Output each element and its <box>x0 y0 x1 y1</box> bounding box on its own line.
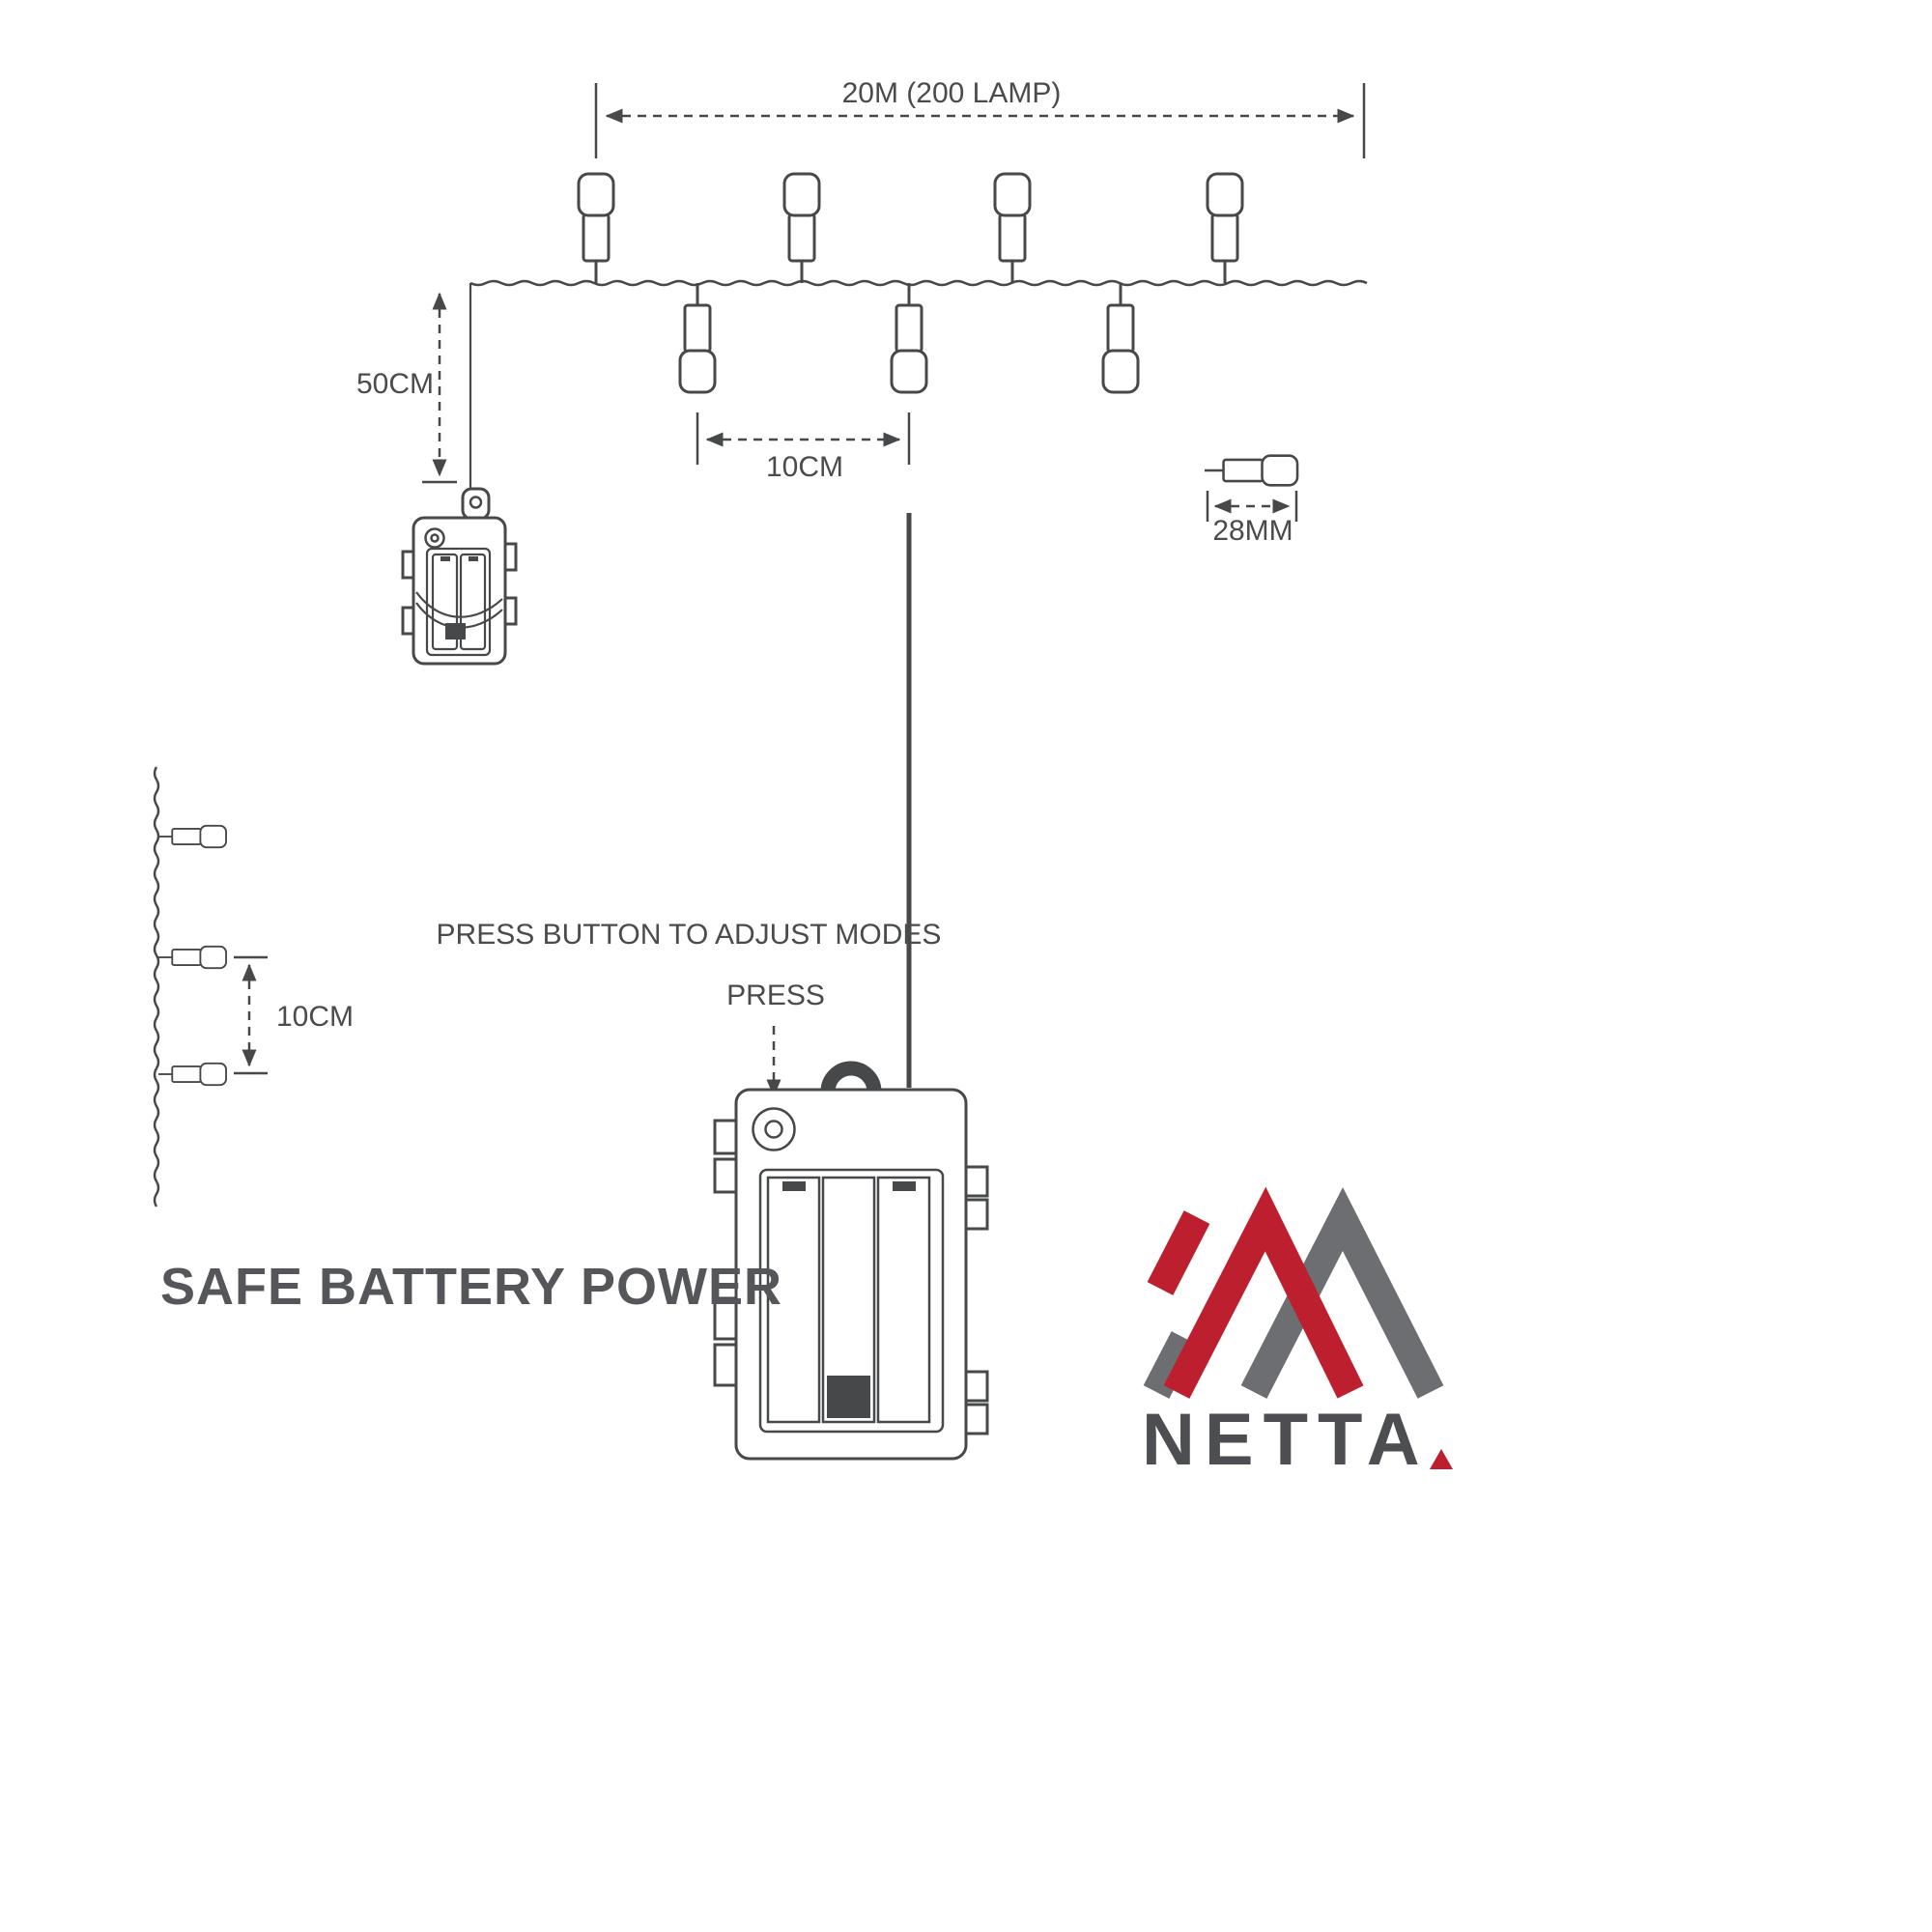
battery-terminal <box>469 556 478 561</box>
mode-button <box>424 527 445 549</box>
dimension-label-drop: 50CM <box>356 368 434 400</box>
detail-string-wire <box>153 766 160 1208</box>
single-bulb-detail <box>1203 454 1299 487</box>
dimension-label-spacing: 10CM <box>766 451 843 483</box>
bulb-down <box>678 281 717 394</box>
bulb-up <box>1206 172 1244 285</box>
battery-terminal-spring <box>827 1376 870 1418</box>
battery-compartment <box>758 1168 945 1434</box>
small-battery-box <box>401 487 518 666</box>
mode-button <box>752 1107 796 1151</box>
brand-name: NETTA <box>1142 1399 1430 1481</box>
dimension-left-spacing: 10CM <box>234 955 354 1075</box>
bulb-down <box>1101 281 1140 394</box>
tagline-text: SAFE BATTERY POWER <box>160 1258 782 1316</box>
bulb-horizontal <box>1203 454 1299 487</box>
battery-cell <box>459 553 487 651</box>
side-clip-right <box>964 1198 989 1231</box>
battery-terminal <box>782 1181 806 1191</box>
side-clip-right <box>964 1403 989 1435</box>
bulb-up <box>782 172 821 285</box>
bulb-down <box>890 281 928 394</box>
bulb-up <box>993 172 1032 285</box>
dimension-label-total: 20M (200 LAMP) <box>842 77 1062 109</box>
press-label: PRESS <box>726 980 825 1011</box>
logo-mark-gray-chevron <box>1240 1187 1444 1399</box>
dimension-drop: 50CM <box>356 292 457 484</box>
dimension-label-left-spacing: 10CM <box>276 1001 354 1033</box>
battery-latch <box>445 623 466 639</box>
battery-compartment <box>425 547 492 657</box>
bulb-horizontal <box>157 824 227 849</box>
hanging-tab <box>461 487 491 521</box>
side-clip-left <box>713 1119 738 1155</box>
side-clip-left <box>713 1157 738 1194</box>
string-bulbs <box>577 172 1244 394</box>
side-clip-right <box>964 1370 989 1403</box>
string-wire <box>469 279 1368 287</box>
brand-logo: NETTA <box>1142 1186 1453 1481</box>
logo-mark-red-chevron <box>1163 1186 1364 1399</box>
bulb-up <box>577 172 615 285</box>
side-clip-right <box>964 1165 989 1198</box>
battery-cell <box>821 1176 876 1424</box>
bulb-horizontal <box>157 945 227 970</box>
dimension-label-bulb-size: 28MM <box>1212 515 1293 547</box>
dimension-bulb-size: 28MM <box>1206 491 1298 547</box>
detail-string-bulbs <box>157 824 227 1087</box>
dimension-spacing: 10CM <box>696 412 911 483</box>
mode-button-dot <box>764 1120 783 1139</box>
mode-button-dot <box>430 533 440 543</box>
brand-triangle-mark <box>1430 1449 1453 1469</box>
press-instruction-label: PRESS BUTTON TO ADJUST MODES <box>437 919 942 951</box>
hanging-loop <box>820 1061 882 1093</box>
battery-terminal <box>893 1181 916 1191</box>
bulb-horizontal <box>157 1062 227 1087</box>
hanging-tab-hole <box>469 496 483 509</box>
battery-terminal <box>440 556 450 561</box>
battery-cell <box>431 553 459 651</box>
logo-mark-gray-stub <box>1143 1331 1198 1399</box>
battery-cell <box>876 1176 931 1424</box>
battery-strap <box>415 591 503 618</box>
logo-mark-red-stub <box>1147 1210 1210 1295</box>
side-clip-left <box>713 1343 738 1387</box>
battery-cell <box>766 1176 821 1424</box>
large-battery-box <box>713 1061 989 1461</box>
dimension-total-length: 20M (200 LAMP) <box>594 77 1366 158</box>
